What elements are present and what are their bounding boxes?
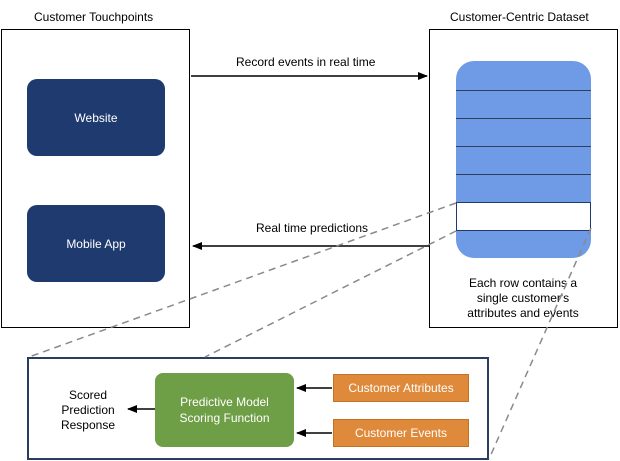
highlighted-customer-row <box>456 202 591 231</box>
scored-response-line: Prediction <box>61 403 115 417</box>
website-box: Website <box>27 79 165 156</box>
dataset-panel <box>429 29 618 328</box>
dataset-row-divider <box>456 146 591 147</box>
touchpoints-panel <box>1 29 190 328</box>
dataset-caption-line: single customer's <box>476 291 570 305</box>
zoom-line-left-inner <box>204 230 457 358</box>
customer-attributes-label: Customer Attributes <box>348 381 454 395</box>
record-events-label: Record events in real time <box>236 55 376 69</box>
scoring-function-box: Predictive Model Scoring Function <box>155 373 294 447</box>
zoom-line-right <box>488 227 592 460</box>
dataset-caption-line: Each row contains a <box>468 276 578 290</box>
scoring-panel <box>27 357 489 460</box>
scored-response-line: Response <box>60 418 116 432</box>
scored-response-label: Scored Prediction Response <box>52 388 124 433</box>
dataset-table <box>456 61 591 258</box>
website-label: Website <box>74 110 118 125</box>
scoring-function-line: Scoring Function <box>179 411 270 425</box>
customer-events-label: Customer Events <box>354 426 448 440</box>
mobile-app-box: Mobile App <box>27 205 165 282</box>
dataset-row-divider <box>456 118 591 119</box>
touchpoints-title: Customer Touchpoints <box>34 10 154 24</box>
scoring-function-line: Predictive Model <box>180 394 269 409</box>
dataset-caption-line: attributes and events <box>467 306 579 320</box>
customer-events-box: Customer Events <box>333 419 469 447</box>
scored-response-line: Scored <box>68 388 108 402</box>
real-time-predictions-label: Real time predictions <box>256 221 369 235</box>
zoom-line-left-outer <box>28 202 457 358</box>
dataset-row-divider <box>456 90 591 91</box>
dataset-caption: Each row contains a single customer's at… <box>448 276 598 321</box>
dataset-title: Customer-Centric Dataset <box>450 10 589 24</box>
dataset-row-divider <box>456 174 591 175</box>
customer-attributes-box: Customer Attributes <box>333 374 469 402</box>
mobile-app-label: Mobile App <box>66 236 126 251</box>
